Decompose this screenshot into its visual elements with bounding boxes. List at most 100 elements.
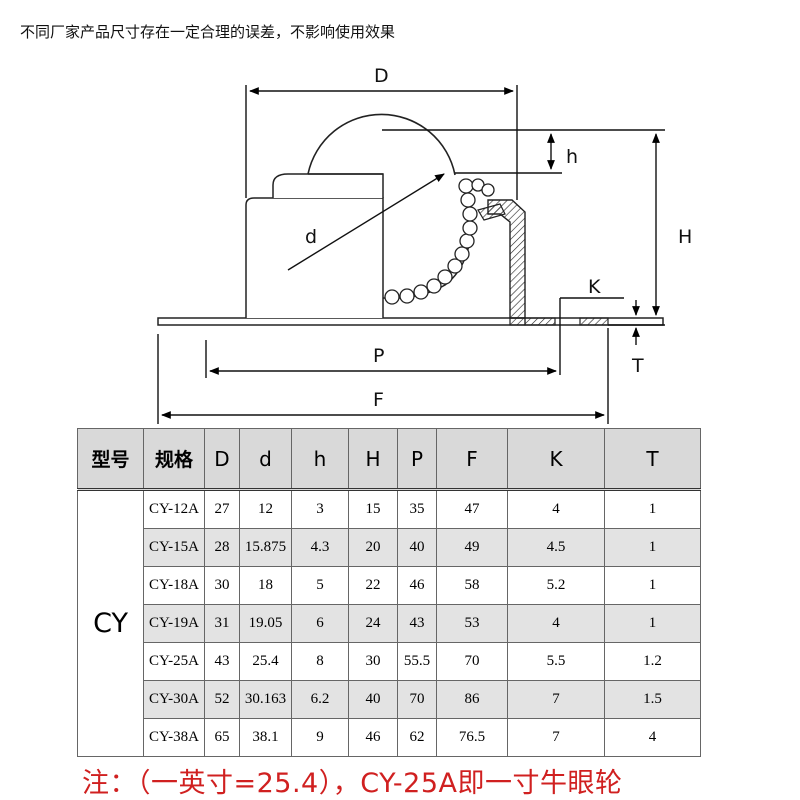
- value-cell: 24: [348, 604, 398, 643]
- value-cell: 70: [397, 680, 437, 719]
- value-cell: 55.5: [397, 642, 437, 681]
- header-cell: 规格: [143, 428, 205, 490]
- header-cell: d: [239, 428, 292, 490]
- value-cell: 4.5: [507, 528, 605, 567]
- value-cell: 1: [604, 566, 701, 605]
- value-cell: 5.5: [507, 642, 605, 681]
- housing-body: [245, 173, 384, 318]
- model-cell: CY-12A: [143, 489, 205, 529]
- value-cell: 1.5: [604, 680, 701, 719]
- label-F: F: [373, 389, 384, 411]
- base-plate: [157, 317, 664, 326]
- value-cell: 9: [291, 718, 349, 757]
- value-cell: 46: [348, 718, 398, 757]
- value-cell: 30: [348, 642, 398, 681]
- value-cell: 31: [204, 604, 240, 643]
- ball-transfer-diagram: D d h H K T P F: [157, 65, 692, 424]
- value-cell: 46: [397, 566, 437, 605]
- label-P: P: [373, 345, 384, 367]
- value-cell: 8: [291, 642, 349, 681]
- value-cell: 53: [436, 604, 508, 643]
- dimension-labels: D d h H K T P F: [305, 65, 692, 411]
- value-cell: 86: [436, 680, 508, 719]
- value-cell: 22: [348, 566, 398, 605]
- value-cell: 4: [507, 489, 605, 529]
- dimension-lines: [157, 85, 665, 424]
- value-cell: 6: [291, 604, 349, 643]
- value-cell: 76.5: [436, 718, 508, 757]
- value-cell: 6.2: [291, 680, 349, 719]
- header-cell: P: [397, 428, 437, 490]
- value-cell: 4: [604, 718, 701, 757]
- value-cell: 1: [604, 528, 701, 567]
- label-d: d: [305, 226, 317, 248]
- model-cell: CY-38A: [143, 718, 205, 757]
- value-cell: 38.1: [239, 718, 292, 757]
- value-cell: 58: [436, 566, 508, 605]
- model-cell: CY-18A: [143, 566, 205, 605]
- label-D: D: [374, 65, 389, 87]
- value-cell: 30.163: [239, 680, 292, 719]
- value-cell: 12: [239, 489, 292, 529]
- table-header-row: 型号 规格 D d h H P F K T: [77, 428, 701, 490]
- footnote: 注：（一英寸=25.4），CY-25A即一寸牛眼轮: [82, 768, 623, 799]
- value-cell: 49: [436, 528, 508, 567]
- model-cell: CY-30A: [143, 680, 205, 719]
- value-cell: 35: [397, 489, 437, 529]
- value-cell: 65: [204, 718, 240, 757]
- model-cell: CY-25A: [143, 642, 205, 681]
- value-cell: 5: [291, 566, 349, 605]
- model-cell: CY-15A: [143, 528, 205, 567]
- value-cell: 7: [507, 680, 605, 719]
- value-cell: 18: [239, 566, 292, 605]
- value-cell: 40: [397, 528, 437, 567]
- header-cell: 型号: [77, 428, 144, 490]
- value-cell: 43: [397, 604, 437, 643]
- support-balls: [384, 178, 495, 305]
- value-cell: 15.875: [239, 528, 292, 567]
- value-cell: 25.4: [239, 642, 292, 681]
- label-h: h: [566, 146, 578, 168]
- value-cell: 1: [604, 489, 701, 529]
- value-cell: 19.05: [239, 604, 292, 643]
- value-cell: 43: [204, 642, 240, 681]
- value-cell: 3: [291, 489, 349, 529]
- value-cell: 70: [436, 642, 508, 681]
- value-cell: 1.2: [604, 642, 701, 681]
- value-cell: 1: [604, 604, 701, 643]
- label-H: H: [678, 226, 692, 248]
- value-cell: 7: [507, 718, 605, 757]
- header-cell: T: [604, 428, 701, 490]
- value-cell: 5.2: [507, 566, 605, 605]
- value-cell: 4.3: [291, 528, 349, 567]
- label-K: K: [588, 276, 601, 298]
- header-cell: K: [507, 428, 605, 490]
- header-cell: F: [436, 428, 508, 490]
- header-cell: h: [291, 428, 349, 490]
- value-cell: 47: [436, 489, 508, 529]
- value-cell: 4: [507, 604, 605, 643]
- value-cell: 40: [348, 680, 398, 719]
- value-cell: 30: [204, 566, 240, 605]
- hatched-shell: [477, 199, 609, 326]
- tolerance-note: 不同厂家产品尺寸存在一定合理的误差，不影响使用效果: [20, 23, 396, 41]
- header-cell: D: [204, 428, 240, 490]
- value-cell: 27: [204, 489, 240, 529]
- value-cell: 20: [348, 528, 398, 567]
- label-T: T: [631, 355, 644, 377]
- value-cell: 52: [204, 680, 240, 719]
- value-cell: 62: [397, 718, 437, 757]
- model-cell: CY-19A: [143, 604, 205, 643]
- header-cell: H: [348, 428, 398, 490]
- series-cell: CY: [77, 489, 144, 757]
- value-cell: 15: [348, 489, 398, 529]
- value-cell: 28: [204, 528, 240, 567]
